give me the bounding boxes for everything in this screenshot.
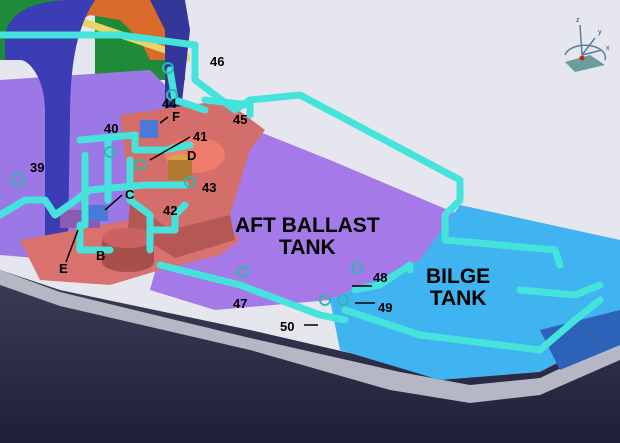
valve-41 <box>134 159 146 171</box>
callout-49: 49 <box>378 300 393 315</box>
leader-lines <box>65 116 375 326</box>
leader-f <box>159 116 169 124</box>
callout-44: 44 <box>162 96 177 111</box>
valve-40 <box>104 146 116 158</box>
callout-45: 45 <box>233 112 248 127</box>
valve-49 <box>337 294 349 306</box>
frame-arch <box>150 0 190 120</box>
callout-41: 41 <box>193 129 208 144</box>
callout-d: D <box>187 148 197 163</box>
compass-axis-y <box>581 37 596 56</box>
pipe-long-run <box>246 91 564 269</box>
pipe-main-upper <box>0 31 199 49</box>
pump-d-body <box>168 160 192 180</box>
machinery-platform-side <box>128 200 235 258</box>
callout-39: 39 <box>30 160 45 175</box>
valve-handwheels <box>11 62 363 306</box>
callout-c: C <box>125 187 135 202</box>
callout-42: 42 <box>163 203 178 218</box>
callout-48: 48 <box>373 270 388 285</box>
aft-ballast-tank-label-line1: AFT BALLAST <box>235 214 380 237</box>
structural-frame <box>5 0 95 245</box>
pipe-39-header <box>0 181 189 219</box>
callout-47: 47 <box>233 296 248 311</box>
compass-axis-z <box>579 24 583 56</box>
valve-f-body <box>140 120 158 138</box>
compass-label-x: x <box>606 45 610 52</box>
valve-43 <box>184 176 196 188</box>
callout-46: 46 <box>210 54 225 69</box>
pipe-42 <box>146 201 189 234</box>
valve-47 <box>237 266 249 278</box>
aft-ballast-tank-label-line2: TANK <box>278 236 336 260</box>
compass-label-y: y <box>598 29 602 36</box>
leader-41 <box>149 136 191 161</box>
callout-40: 40 <box>104 121 119 136</box>
bilge-tank-floor <box>540 310 620 370</box>
leader-e <box>65 229 79 263</box>
valve-46 <box>162 62 174 74</box>
callout-f: F <box>172 109 180 124</box>
compass-axis-x <box>581 49 603 56</box>
compass-origin <box>579 55 585 61</box>
valve-44 <box>166 89 178 101</box>
pipe-48-49 <box>351 261 414 294</box>
callout-43: 43 <box>202 180 217 195</box>
valve-39 <box>11 173 25 187</box>
leader-c <box>104 194 123 211</box>
pipe-45 <box>201 96 254 119</box>
pipe-40-41 <box>76 131 194 154</box>
compass-plane <box>565 55 605 72</box>
pipe-bilge-suction <box>516 281 604 299</box>
bilge-tank-label-line2: TANK <box>429 287 487 311</box>
compass-label-z: z <box>576 17 580 24</box>
aft-ballast-tank-label: AFT BALLAST TANK <box>235 214 380 260</box>
valve-50 <box>319 294 331 306</box>
callout-50: 50 <box>280 319 295 334</box>
orientation-compass: z y x <box>564 17 610 72</box>
pump-b-body <box>102 238 154 272</box>
bilge-tank-label-line1: BILGE <box>426 265 491 288</box>
valve-48 <box>351 262 363 274</box>
pipe-to-47 <box>156 261 349 324</box>
callout-b: B <box>96 248 106 263</box>
pipe-network <box>0 31 604 354</box>
pipe-e-down <box>76 221 114 254</box>
pump-b-top <box>102 228 154 248</box>
motor-e-2 <box>88 205 108 221</box>
callout-e: E <box>59 261 68 276</box>
pipe-bilge-run <box>341 296 604 354</box>
bilge-tank-label: BILGE TANK <box>426 265 491 311</box>
